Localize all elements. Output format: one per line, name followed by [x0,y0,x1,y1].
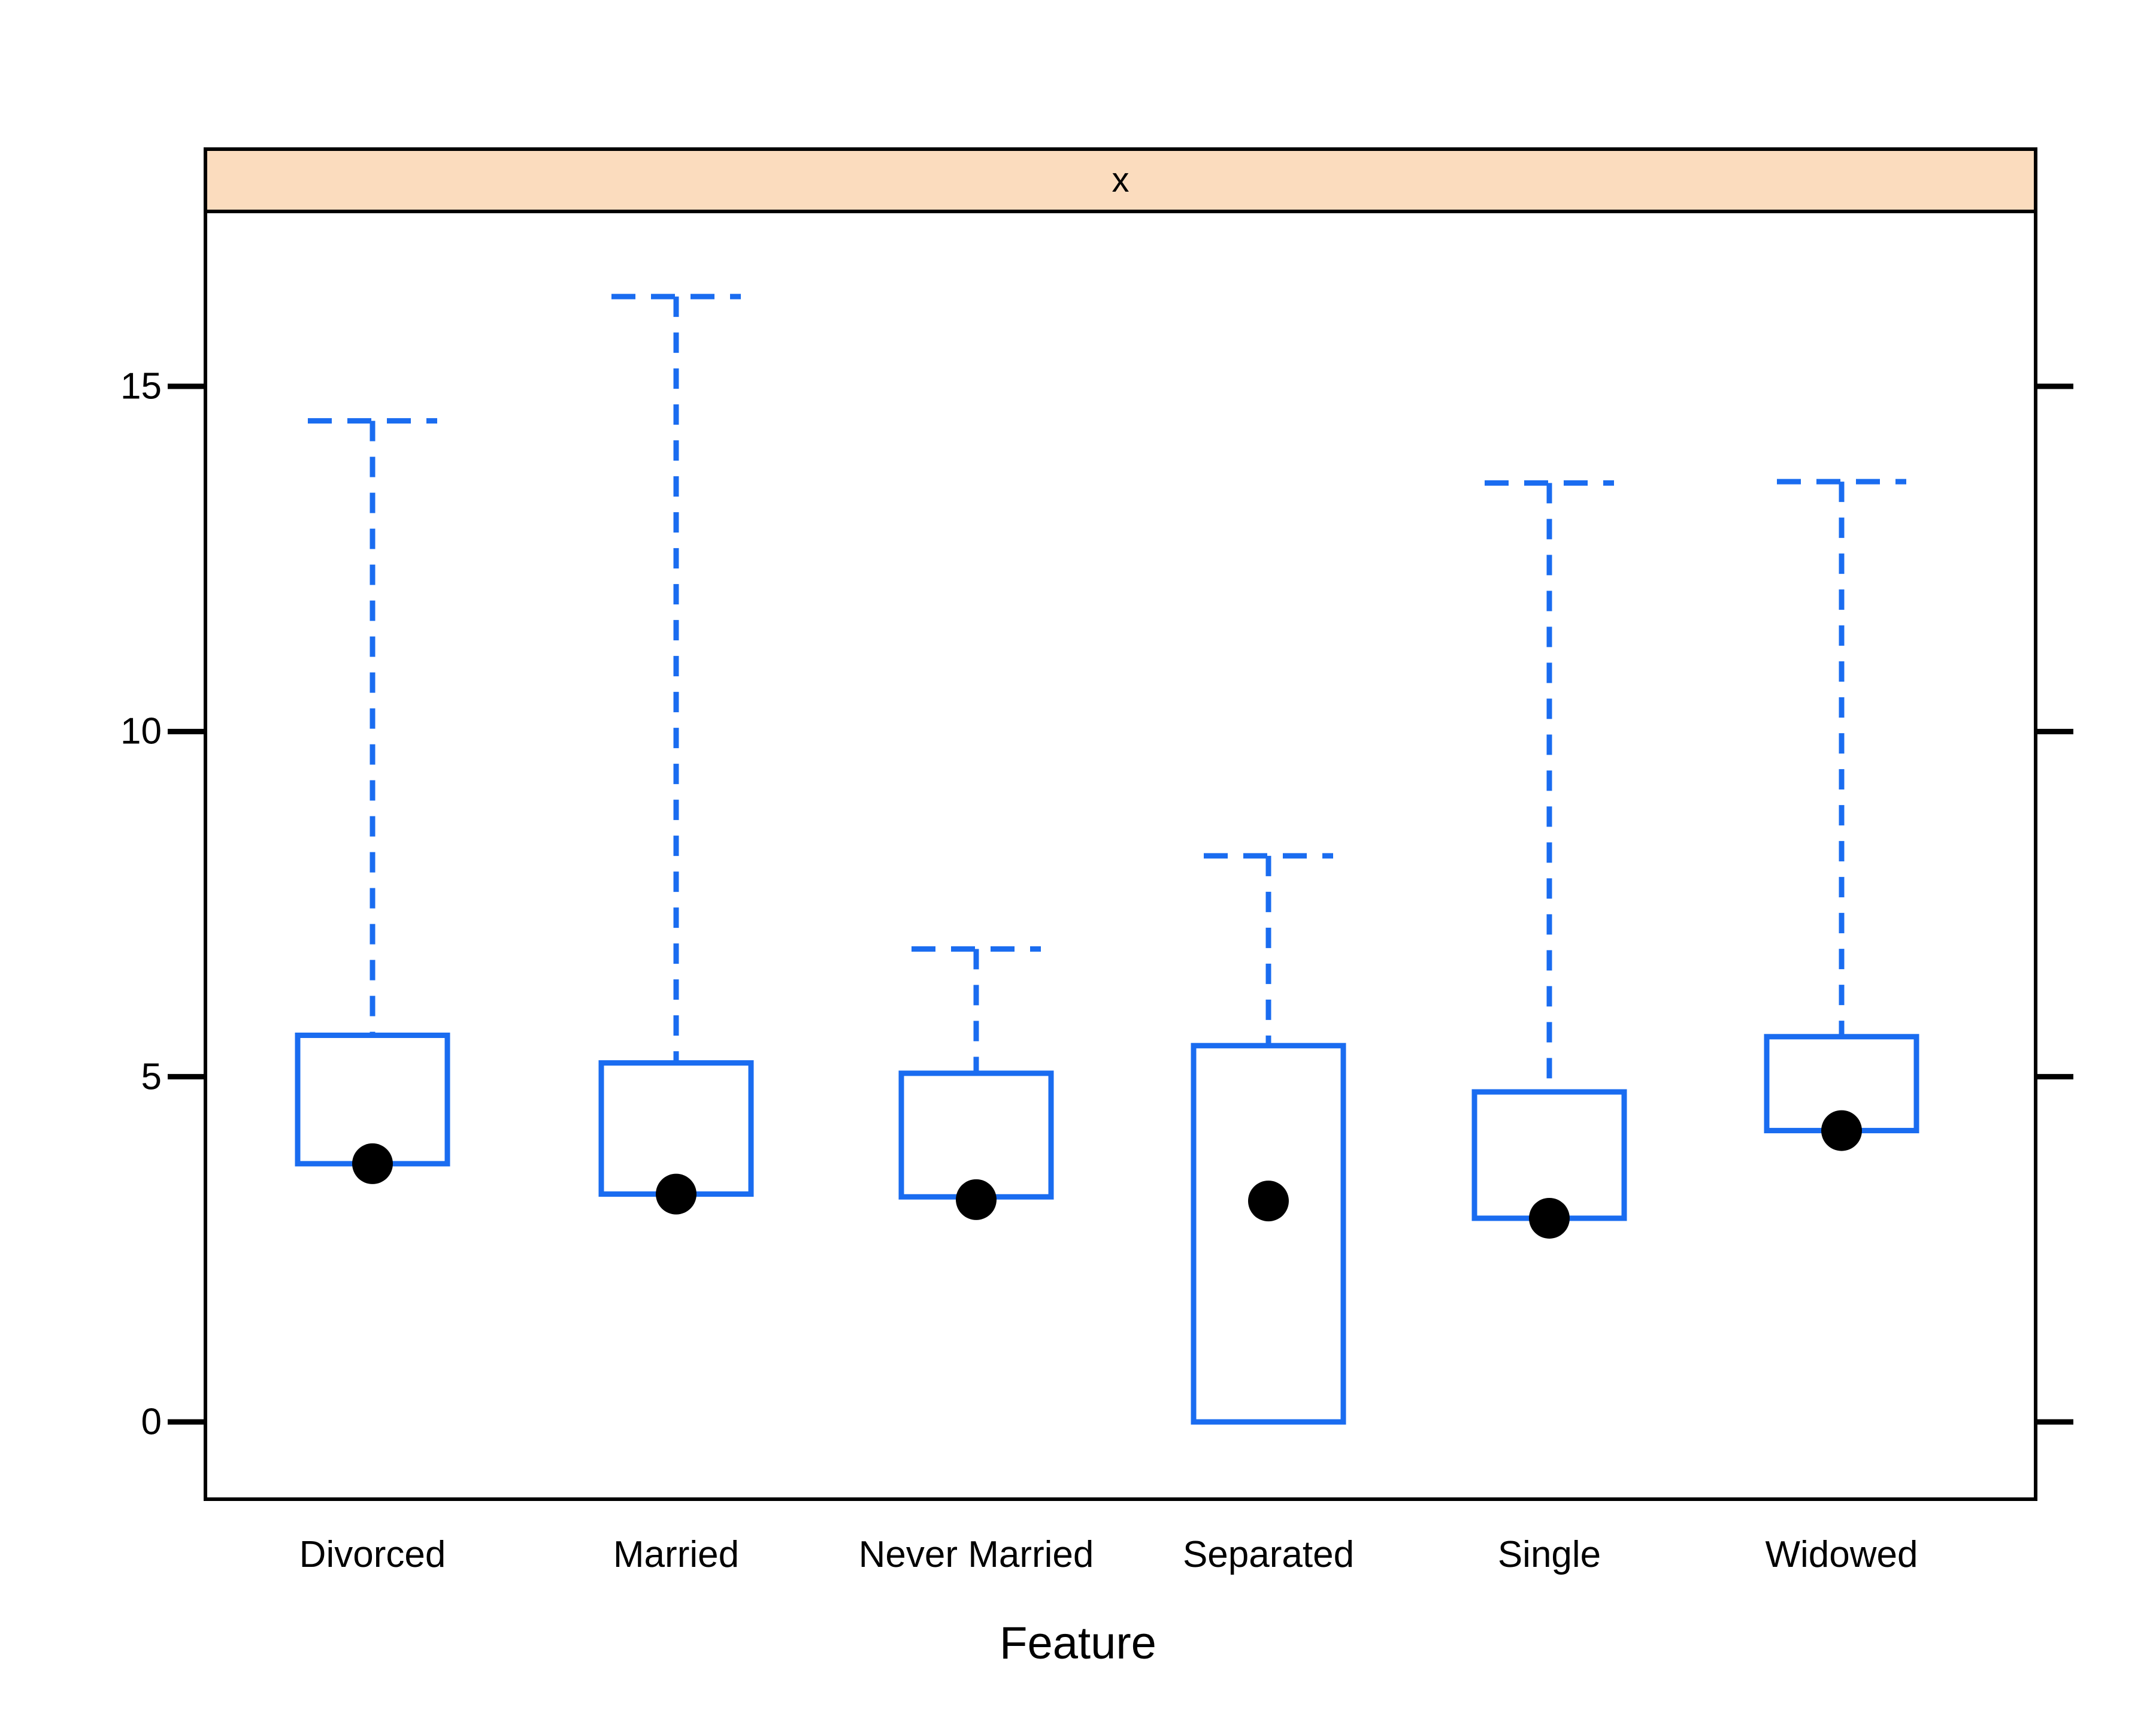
x-tick-label-single: Single [1497,1534,1601,1575]
boxplot-group [1764,479,1919,1151]
x-axis-title: Feature [1000,1618,1156,1669]
median-point [1529,1197,1570,1239]
boxplot-group [1471,480,1627,1239]
median-point [956,1179,997,1220]
y-tick-label-10: 10 [120,710,162,752]
box-iqr-rect [1191,1043,1346,1425]
boxplot-group [598,293,754,1215]
panel-strip-header: x [204,147,2037,213]
y-tick-label-5: 5 [141,1056,162,1098]
boxplot-group [1191,853,1346,1425]
x-tick-label-divorced: Divorced [299,1534,446,1575]
median-point [1248,1181,1289,1222]
y-tick-label-15: 15 [120,365,162,407]
x-tick-label-married: Married [613,1534,740,1575]
box-iqr-rect [898,1070,1054,1200]
median-point [352,1143,393,1184]
boxplot-group [898,946,1054,1220]
x-tick-label-separated: Separated [1182,1534,1355,1575]
plot-panel [204,213,2037,1501]
boxplot-group [295,418,450,1184]
x-tick-label-never-married: Never Married [858,1534,1094,1575]
y-tick-label-0: 0 [141,1401,162,1443]
x-tick-label-widowed: Widowed [1765,1534,1918,1575]
median-point [1821,1110,1862,1151]
strip-label: x [1112,161,1130,199]
median-point [656,1173,697,1215]
